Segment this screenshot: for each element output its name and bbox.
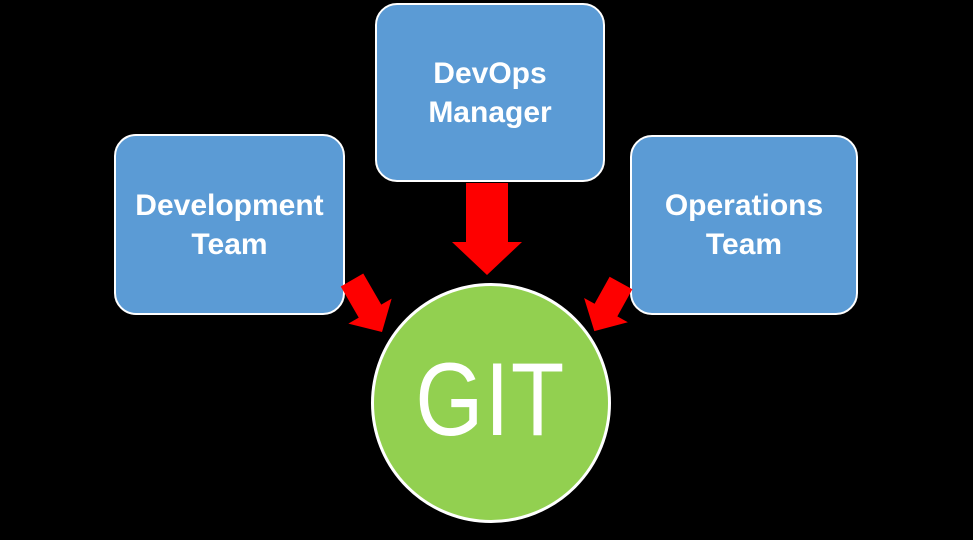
devops-manager-label-line2: Manager <box>428 95 552 129</box>
node-devops-manager: DevOps Manager <box>375 3 605 182</box>
development-team-label-line1: Development <box>135 188 324 222</box>
operations-team-label-line1: Operations <box>664 189 824 222</box>
arrow-devops-to-git <box>452 183 522 275</box>
devops-manager-label: DevOps Manager <box>428 54 551 132</box>
node-operations-team: Operations Team <box>630 135 858 315</box>
node-development-team: Development Team <box>114 134 345 315</box>
operations-team-label-line2: Team <box>705 228 783 261</box>
devops-manager-label-line1: DevOps <box>433 56 547 90</box>
development-team-label-line2: Team <box>191 227 268 261</box>
operations-team-label: Operations Team <box>665 186 823 264</box>
node-git: GIT <box>371 283 611 523</box>
development-team-label: Development Team <box>135 186 323 264</box>
git-label: GIT <box>415 342 567 458</box>
